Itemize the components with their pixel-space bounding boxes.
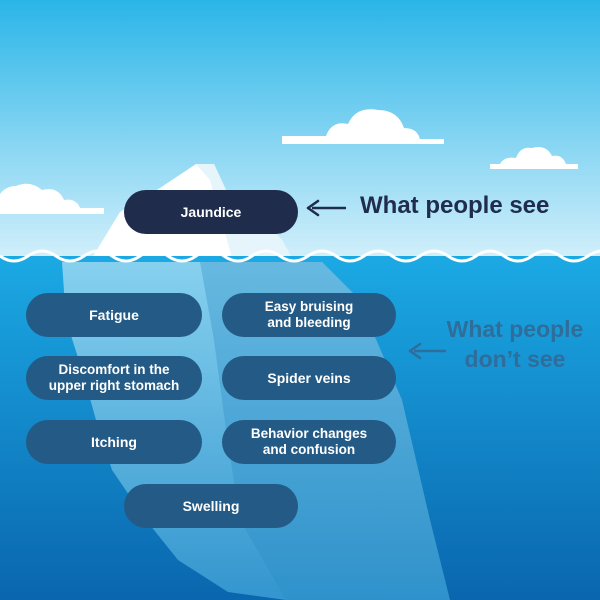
left-arrow-icon [306,199,346,217]
symptom-easy-bruising: Easy bruising and bleeding [222,293,396,337]
cloud-icon [0,183,104,214]
what-people-see-label: What people see [360,192,550,219]
symptom-behavior-changes: Behavior changes and confusion [222,420,396,464]
symptom-itching: Itching [26,420,202,464]
symptom-jaundice: Jaundice [124,190,298,234]
sky [0,0,600,262]
left-arrow-icon [408,342,446,360]
symptom-spider-veins: Spider veins [222,356,396,400]
cloud-icon [282,109,444,144]
cloud-icon [490,147,578,169]
symptom-swelling: Swelling [124,484,298,528]
what-people-dont-see-label: What people don’t see [446,316,584,372]
water-surface [0,249,600,263]
symptom-discomfort: Discomfort in the upper right stomach [26,356,202,400]
symptom-fatigue: Fatigue [26,293,202,337]
